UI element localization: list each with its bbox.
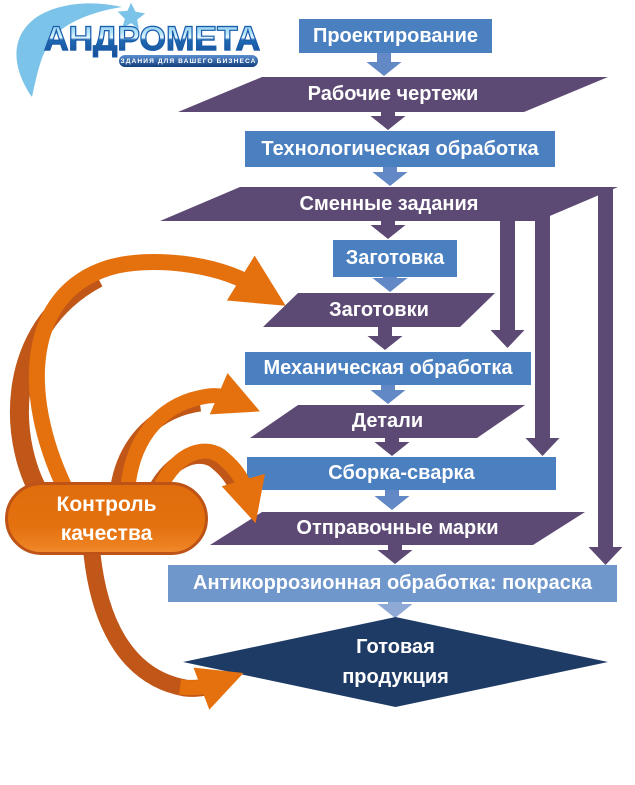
quality-arrow-product-shadow <box>83 553 210 697</box>
arrow-design-drawings <box>366 50 402 76</box>
step-design: Проектирование <box>299 19 492 53</box>
step-blank-label: Заготовка <box>345 247 445 269</box>
step-design-label: Проектирование <box>312 24 479 47</box>
arrow-drawings-tech <box>370 109 406 130</box>
step-marks-label: Отправочные марки <box>296 517 499 539</box>
step-assembly: Сборка-сварка <box>247 457 556 490</box>
step-coating-label: Антикоррозионная обработка: покраска <box>193 572 592 594</box>
quality-control-line2: качества <box>60 521 153 545</box>
step-blanks-label: Заготовки <box>329 298 429 321</box>
step-tasks-label: Сменные задания <box>299 192 479 215</box>
step-drawings-label: Рабочие чертежи <box>307 83 479 105</box>
logo: АНДРОМЕТА ЗДАНИЯ ДЛЯ ВАШЕГО БИЗНЕСА <box>5 0 265 100</box>
quality-arrow-blanks <box>28 253 286 490</box>
quality-arrow-marks <box>153 443 265 524</box>
step-blank: Заготовка <box>333 240 457 277</box>
arrow-coating-product <box>377 599 413 618</box>
step-parts-label: Детали <box>351 410 424 432</box>
step-machining-label: Механическая обработка <box>263 357 513 379</box>
arrow-machining-parts <box>370 382 406 404</box>
step-tech: Технологическая обработка <box>245 131 555 167</box>
arrow-assembly-marks <box>374 487 410 510</box>
arrow-tasks-blank <box>370 218 406 239</box>
quality-arrow-product <box>179 667 244 710</box>
arrow-tasks-coating-long <box>588 189 623 565</box>
step-blanks: Заготовки <box>263 293 495 327</box>
step-coating: Антикоррозионная обработка: покраска <box>168 565 617 602</box>
arrow-marks-coating <box>377 542 413 564</box>
step-product-label-line1: Готовая <box>356 636 435 658</box>
logo-tagline: ЗДАНИЯ ДЛЯ ВАШЕГО БИЗНЕСА <box>119 55 258 67</box>
quality-arrow-parts <box>120 373 260 488</box>
step-drawings: Рабочие чертежи <box>178 77 608 112</box>
step-tech-label: Технологическая обработка <box>261 137 539 160</box>
logo-swoosh-icon <box>16 0 149 98</box>
quality-control-line1: Контроль <box>56 492 157 516</box>
arrow-blanks-machining <box>367 324 403 350</box>
step-machining: Механическая обработка <box>245 352 531 385</box>
arrow-blank-blanks <box>372 274 408 292</box>
logo-brand: АНДРОМЕТА <box>43 19 261 58</box>
quality-control: Контроль качества <box>5 482 208 555</box>
step-product-label-line2: продукция <box>342 666 449 688</box>
arrow-tasks-machining-long <box>490 205 525 348</box>
arrow-tasks-assembly-long <box>525 210 560 456</box>
step-tasks: Сменные задания <box>160 187 618 221</box>
arrow-parts-assembly <box>374 435 410 456</box>
step-assembly-label: Сборка-сварка <box>328 462 475 484</box>
arrow-tech-tasks <box>372 164 408 186</box>
step-parts: Детали <box>250 405 525 438</box>
step-marks: Отправочные марки <box>210 512 585 545</box>
